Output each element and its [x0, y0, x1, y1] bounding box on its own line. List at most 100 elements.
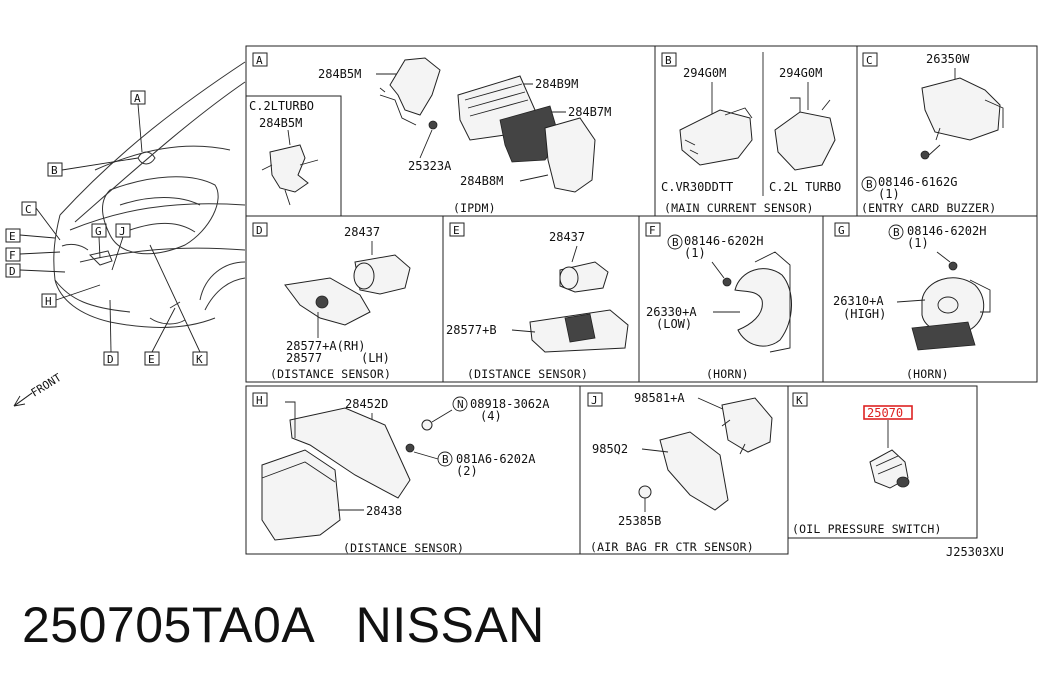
- panel-j-part-2: 985Q2: [592, 442, 628, 456]
- horn-low: [734, 268, 792, 347]
- panel-f-part-1: 08146-6202H: [684, 234, 763, 248]
- svg-text:D: D: [9, 265, 16, 278]
- panel-d-part-1: 28437: [344, 225, 380, 239]
- panel-b-left-part: 294G0M: [683, 66, 726, 80]
- current-sensor-left: [679, 109, 753, 166]
- panel-c-caption: (ENTRY CARD BUZZER): [861, 201, 996, 215]
- panel-g-part-3: 26310+A: [833, 294, 884, 308]
- panel-f-part-3: 26330+A: [646, 305, 697, 319]
- panel-a-part-1: 284B5M: [318, 67, 361, 81]
- svg-text:B: B: [51, 164, 58, 177]
- car-overview: A B C E F D G J H D E K FRONT: [5, 61, 246, 407]
- panel-h-part-6: 28438: [366, 504, 402, 518]
- panel-f-part-2: (1): [684, 246, 706, 260]
- panel-g-part-4: (HIGH): [843, 307, 886, 321]
- buzzer-unit: [921, 77, 1001, 141]
- panel-a-sublabel: C.2LTURBO: [249, 99, 314, 113]
- panel-f-part-4: (LOW): [656, 317, 692, 331]
- panel-j-letter: J: [591, 394, 598, 407]
- harness-bracket: [389, 57, 441, 116]
- panel-c-part-2: 08146-6162G: [878, 175, 957, 189]
- panel-f-mark: B: [672, 236, 679, 249]
- panel-j-caption: (AIR BAG FR CTR SENSOR): [590, 540, 754, 554]
- panel-e-part-1: 28437: [549, 230, 585, 244]
- panel-h-part-5: (2): [456, 464, 478, 478]
- panel-e-distance-sensor: E 28437 28577+B (DISTANCE SENSOR): [442, 215, 640, 383]
- panel-a-part-5: 284B8M: [460, 174, 503, 188]
- panel-b-right-part: 294G0M: [779, 66, 822, 80]
- panel-j-part-1: 98581+A: [634, 391, 685, 405]
- panel-g-horn-high: G B 08146-6202H (1) 26310+A (HIGH) (HORN…: [822, 215, 1038, 383]
- airbag-sensor-bracket: [659, 431, 729, 511]
- panel-a-subpart: 284B5M: [259, 116, 302, 130]
- parts-diagram: A B C E F D G J H D E K FRONT A C.2LTURB…: [5, 45, 1038, 559]
- panel-h-mark-n: N: [457, 398, 464, 411]
- panel-f-horn-low: F B 08146-6202H (1) 26330+A (LOW) (HORN): [638, 215, 824, 383]
- panel-c-entry-card-buzzer: C 26350W B 08146-6162G (1) (ENTRY CARD B…: [856, 45, 1038, 217]
- airbag-sensor-unit: [721, 397, 773, 453]
- panel-c-part-3: (1): [878, 187, 900, 201]
- panel-a-caption: (IPDM): [453, 201, 496, 215]
- panel-d-part-2: 28577+A(RH): [286, 339, 365, 353]
- panel-d-part-4: (LH): [361, 351, 390, 365]
- svg-text:E: E: [148, 353, 155, 366]
- panel-h-part-1: 28452D: [345, 397, 388, 411]
- panel-g-mark: B: [893, 226, 900, 239]
- panel-d-caption: (DISTANCE SENSOR): [270, 367, 391, 381]
- panel-k-letter: K: [796, 394, 803, 407]
- panel-a-letter: A: [256, 54, 263, 67]
- panel-k-caption: (OIL PRESSURE SWITCH): [792, 522, 942, 536]
- panel-b-caption: (MAIN CURRENT SENSOR): [664, 201, 814, 215]
- panel-h-distance-sensor: H 28452D N 08918-3062A (4) B 081A6-6202A…: [245, 385, 581, 555]
- panel-d-distance-sensor: D 28437 28577+A(RH) 28577 (LH) (DISTANCE…: [245, 215, 444, 383]
- panel-a-part-4: 25323A: [408, 159, 452, 173]
- svg-text:G: G: [95, 225, 102, 238]
- ipdm-unit: [499, 105, 561, 163]
- footer-brand: NISSAN: [355, 597, 545, 653]
- footer-gap: [312, 597, 355, 653]
- panel-b-main-current-sensor: B 294G0M C.VR30DDTT 294G0M C.2L TURBO (M…: [654, 45, 858, 217]
- panel-c-part-1: 26350W: [926, 52, 970, 66]
- footer-part-number: 250705TA0A: [22, 597, 313, 653]
- panel-f-caption: (HORN): [706, 367, 749, 381]
- panel-j-airbag-sensor: J 98581+A 985Q2 25385B (AIR BAG FR CTR S…: [579, 385, 789, 555]
- panel-a-ipdm: A C.2LTURBO 284B5M 284B5M 284B9M 284B7M …: [245, 45, 656, 217]
- svg-text:F: F: [9, 249, 16, 262]
- panel-g-letter: G: [838, 224, 845, 237]
- panel-c-mark: B: [866, 178, 873, 191]
- panel-e-letter: E: [453, 224, 460, 237]
- panel-h-part-2: 08918-3062A: [470, 397, 550, 411]
- panel-g-part-1: 08146-6202H: [907, 224, 986, 238]
- panel-b-left-variant: C.VR30DDTT: [661, 180, 733, 194]
- panel-h-caption: (DISTANCE SENSOR): [343, 541, 464, 555]
- panel-h-part-4: 081A6-6202A: [456, 452, 536, 466]
- svg-text:K: K: [196, 353, 203, 366]
- svg-text:A: A: [134, 92, 141, 105]
- svg-text:E: E: [9, 230, 16, 243]
- panel-h-mark-b: B: [442, 453, 449, 466]
- panel-h-part-3: (4): [480, 409, 502, 423]
- panel-d-letter: D: [256, 224, 263, 237]
- front-label: FRONT: [29, 371, 64, 400]
- footer-part-label: 250705TA0A NISSAN: [22, 596, 545, 654]
- svg-text:D: D: [107, 353, 114, 366]
- panel-c-letter: C: [866, 54, 873, 67]
- part-highlight-box: [863, 405, 913, 420]
- panel-j-part-3: 25385B: [618, 514, 661, 528]
- panel-d-part-3: 28577: [286, 351, 322, 365]
- figure-code: J25303XU: [946, 545, 1004, 559]
- panel-e-caption: (DISTANCE SENSOR): [467, 367, 588, 381]
- panel-f-letter: F: [649, 224, 656, 237]
- current-sensor-right: [774, 111, 836, 171]
- panel-k-part-1: 25070: [867, 406, 903, 420]
- panel-a-part-3: 284B7M: [568, 105, 611, 119]
- panel-e-part-2: 28577+B: [446, 323, 497, 337]
- panel-h-letter: H: [256, 394, 263, 407]
- panel-b-right-variant: C.2L TURBO: [769, 180, 841, 194]
- panel-g-caption: (HORN): [906, 367, 949, 381]
- svg-text:H: H: [45, 295, 52, 308]
- svg-text:C: C: [25, 203, 32, 216]
- module-bracket: [289, 407, 411, 499]
- bracket-part: [269, 144, 309, 193]
- ipdm-cover: [544, 117, 596, 193]
